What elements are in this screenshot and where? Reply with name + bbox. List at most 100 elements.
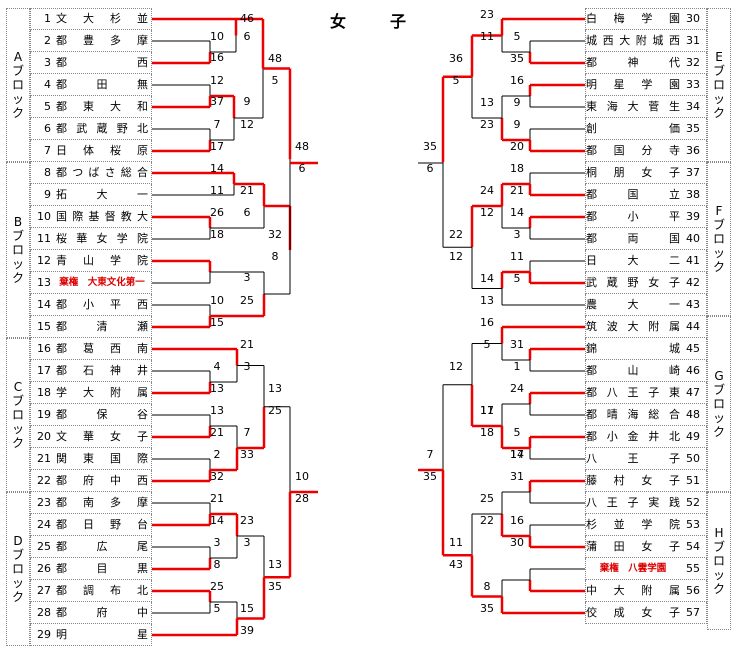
team-number: 56 xyxy=(686,583,700,597)
team-number: 33 xyxy=(686,77,700,91)
score-label: 21 xyxy=(210,426,224,439)
team-name: 都山崎 xyxy=(586,363,680,377)
team-name: 都目黒 xyxy=(56,561,148,575)
team-name: 都保谷 xyxy=(56,407,148,421)
score-label: 48 xyxy=(268,52,282,65)
team-number: 52 xyxy=(686,495,700,509)
team-number: 29 xyxy=(37,627,51,641)
score-label: 24 xyxy=(510,382,524,395)
team-number: 24 xyxy=(37,517,51,531)
team-number: 44 xyxy=(686,319,700,333)
score-label: 35 xyxy=(268,580,282,593)
score-label: 31 xyxy=(510,470,524,483)
team-number: 31 xyxy=(686,33,700,47)
team-number: 4 xyxy=(44,77,51,91)
team-name: 都武蔵野北 xyxy=(56,121,148,135)
team-number: 55 xyxy=(686,561,700,575)
score-label: 3 xyxy=(243,360,251,373)
team-number: 20 xyxy=(37,429,51,443)
score-label: 32 xyxy=(268,228,282,241)
team-name: 創価 xyxy=(586,121,680,135)
score-label: 18 xyxy=(210,228,224,241)
score-label: 22 xyxy=(449,228,463,241)
team-name: 藤村女子 xyxy=(586,473,680,487)
team-name: 都神代 xyxy=(586,55,680,69)
score-label: 36 xyxy=(449,52,463,65)
score-label: 12 xyxy=(449,360,463,373)
score-label: 5 xyxy=(513,272,521,285)
team-name: 佼成女子 xyxy=(586,605,680,619)
score-label: 6 xyxy=(243,206,251,219)
score-label: 13 xyxy=(268,382,282,395)
team-number: 32 xyxy=(686,55,700,69)
bracket-line-group xyxy=(152,17,585,637)
team-name: 杉並学院 xyxy=(586,517,680,531)
score-label: 6 xyxy=(243,30,251,43)
team-name: 都府中 xyxy=(56,605,148,619)
team-number: 25 xyxy=(37,539,51,553)
score-label: 5 xyxy=(452,74,460,87)
score-label: 4 xyxy=(213,360,221,373)
score-label: 12 xyxy=(210,74,224,87)
team-number: 57 xyxy=(686,605,700,619)
score-label: 11 xyxy=(480,30,494,43)
team-number: 17 xyxy=(37,363,51,377)
score-label: 18 xyxy=(480,426,494,439)
team-number: 45 xyxy=(686,341,700,355)
team-number: 38 xyxy=(686,187,700,201)
team-name: 都小平 xyxy=(586,209,680,223)
score-label: 11 xyxy=(510,250,524,263)
score-label: 21 xyxy=(210,492,224,505)
team-name: 桜華女学院 xyxy=(56,231,148,245)
score-label: 10 xyxy=(210,30,224,43)
score-label: 23 xyxy=(480,118,494,131)
team-name: 中大附属 xyxy=(586,583,680,597)
score-label: 18 xyxy=(510,162,524,175)
team-number: 12 xyxy=(37,253,51,267)
score-label: 11 xyxy=(449,536,463,549)
team-number: 2 xyxy=(44,33,51,47)
team-number: 41 xyxy=(686,253,700,267)
score-label: 39 xyxy=(240,624,254,637)
score-label: 24 xyxy=(480,184,494,197)
team-name: 筑波大附属 xyxy=(586,319,680,333)
team-name: 日体桜原 xyxy=(56,143,148,157)
score-label: 15 xyxy=(240,602,254,615)
team-name: 都八王子東 xyxy=(586,385,680,399)
score-label: 32 xyxy=(210,470,224,483)
score-label: 8 xyxy=(483,580,491,593)
score-label: 43 xyxy=(449,558,463,571)
team-name: 城西大附城西 xyxy=(586,33,680,47)
score-label: 13 xyxy=(268,558,282,571)
score-label: 13 xyxy=(210,404,224,417)
team-name: 都清瀬 xyxy=(56,319,148,333)
team-number: 18 xyxy=(37,385,51,399)
score-label: 9 xyxy=(513,96,521,109)
